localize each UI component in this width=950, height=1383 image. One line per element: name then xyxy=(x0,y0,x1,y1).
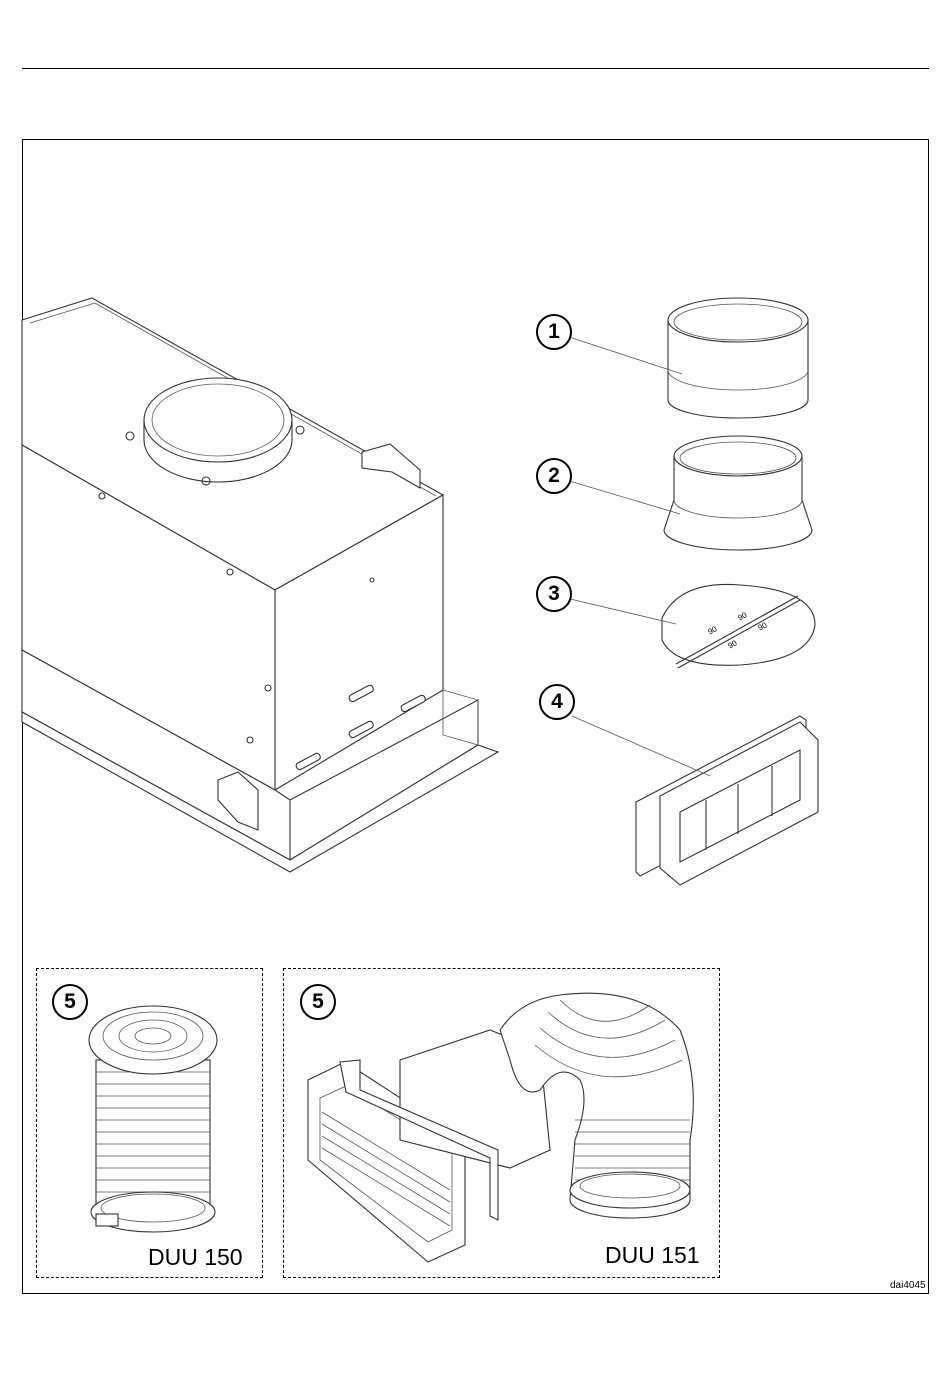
callout-4: 4 xyxy=(539,684,575,720)
model-label-duu150: DUU 150 xyxy=(148,1244,243,1271)
part-2-reducer-drawing xyxy=(566,436,812,550)
callout-2: 2 xyxy=(536,458,572,494)
model-label-duu151: DUU 151 xyxy=(605,1242,700,1269)
hood-unit-drawing xyxy=(22,298,498,872)
part-3-damper-drawing xyxy=(566,584,815,668)
callout-3: 3 xyxy=(536,576,572,612)
callout-5-duu150: 5 xyxy=(52,984,88,1020)
figure-reference: dai4045 xyxy=(890,1280,926,1291)
callout-5-duu151: 5 xyxy=(300,984,336,1020)
part-1-collar-drawing xyxy=(566,298,808,418)
part-4-adapter-drawing xyxy=(572,716,818,885)
callout-1: 1 xyxy=(536,314,572,350)
accessory-box-duu151 xyxy=(283,968,720,1278)
